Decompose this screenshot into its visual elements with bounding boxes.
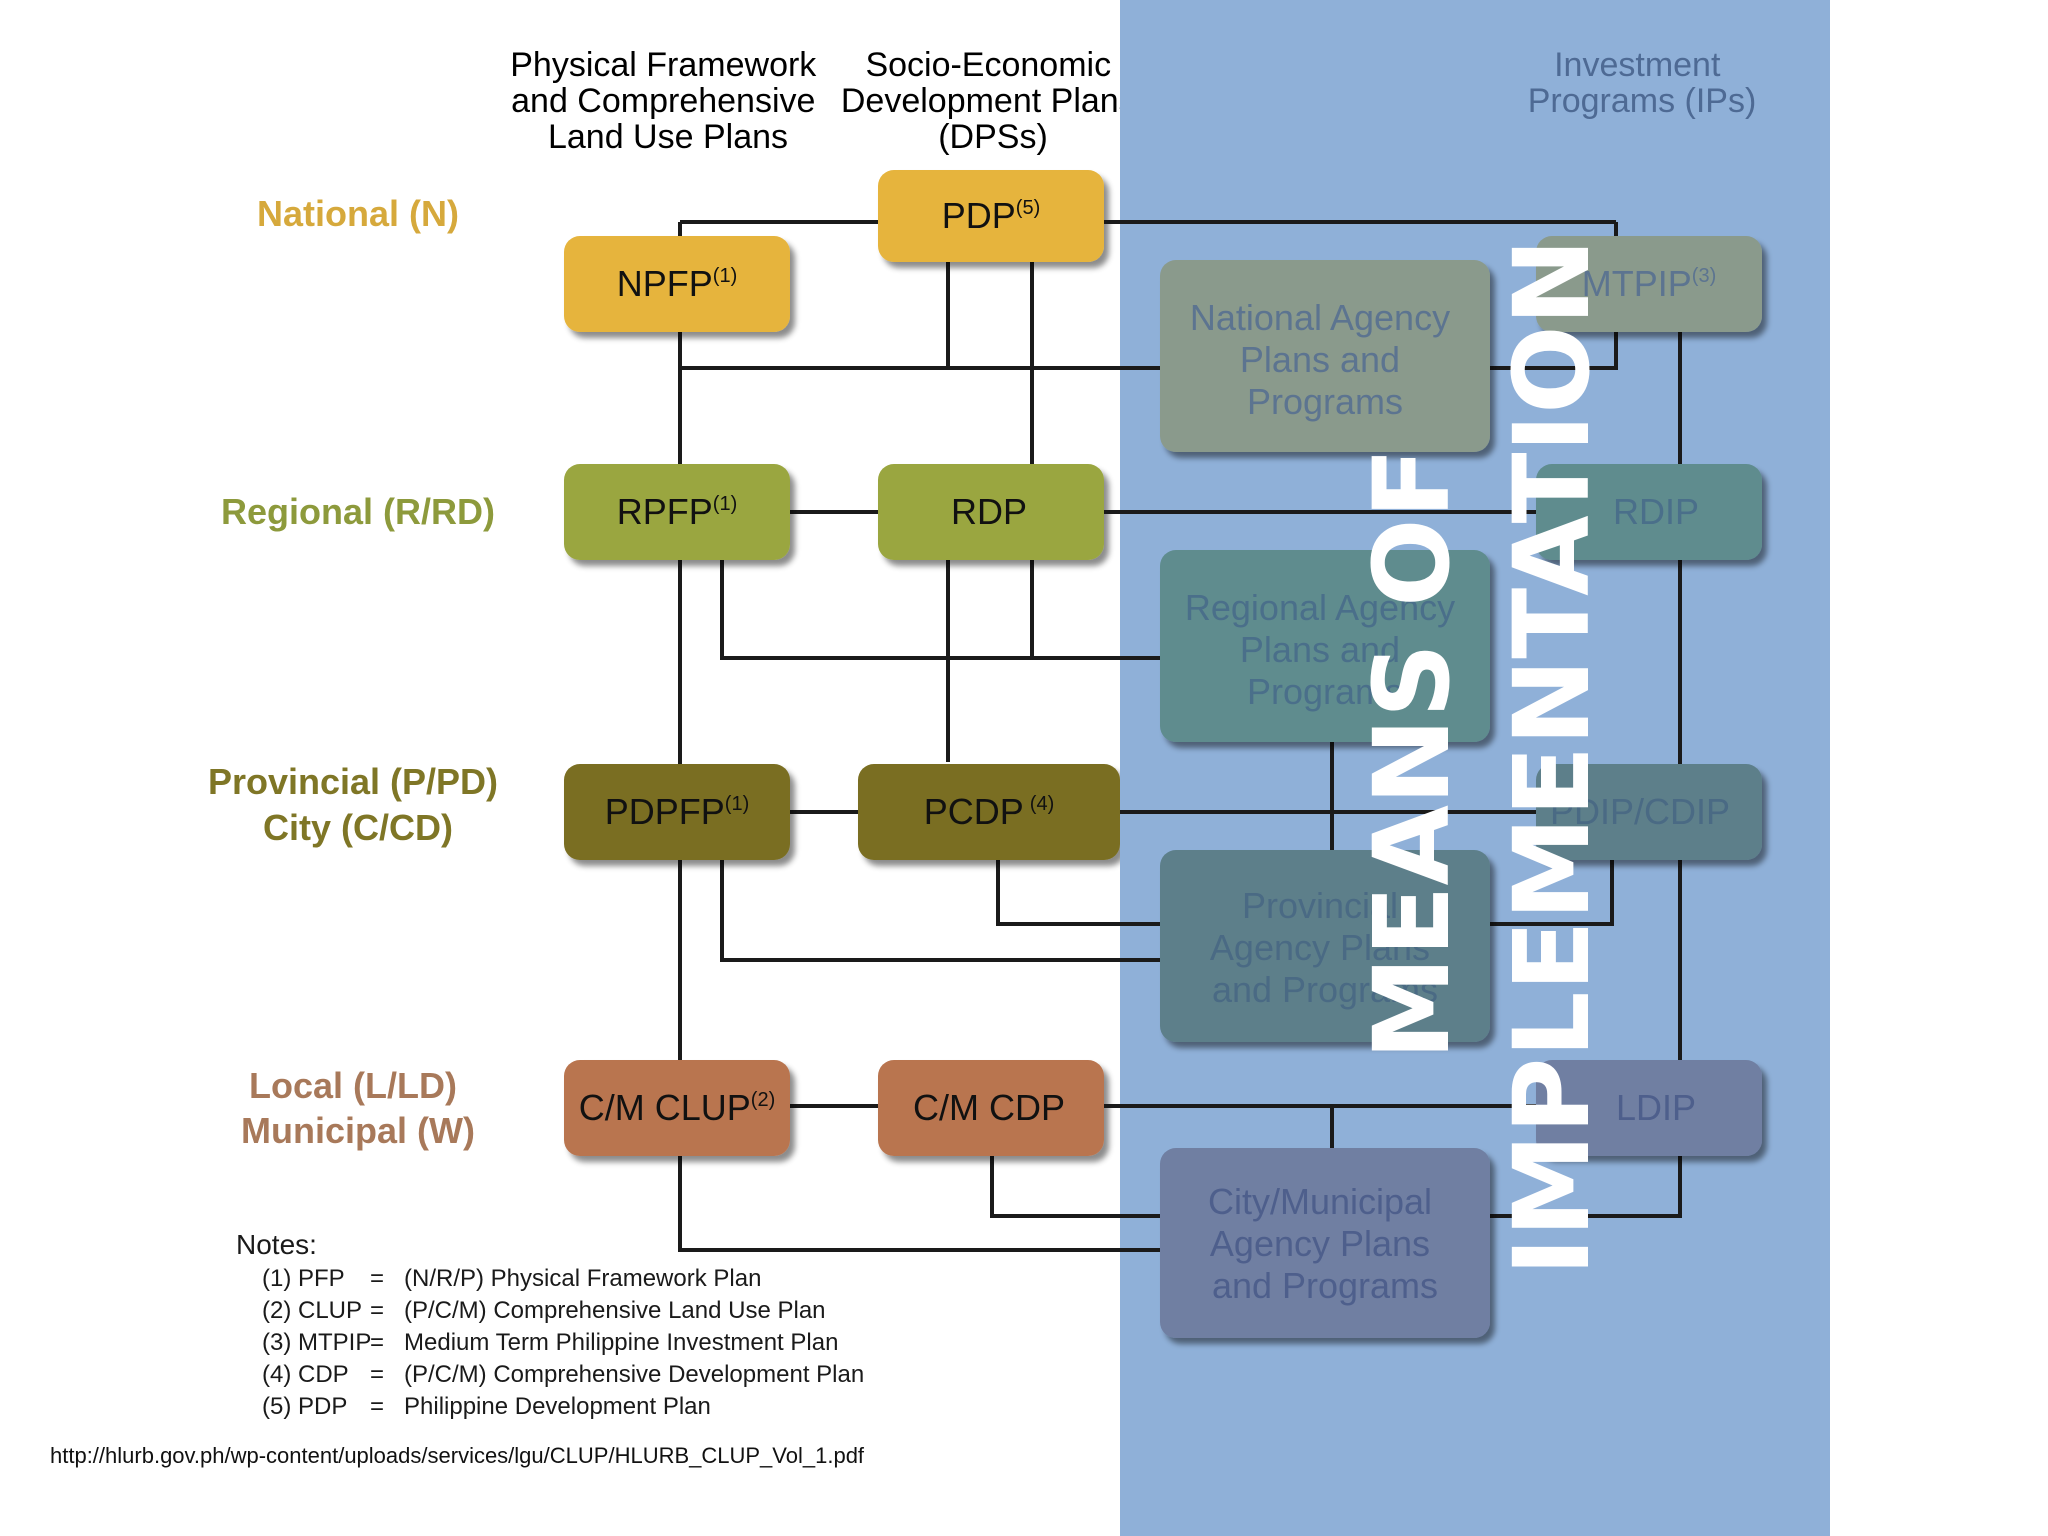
svg-text:C/M CDP: C/M CDP bbox=[913, 1087, 1065, 1128]
box-city-municipal-agency-plans: City/Municipal Agency Plans and Programs bbox=[1160, 1148, 1490, 1338]
source-url: http://hlurb.gov.ph/wp-content/uploads/s… bbox=[50, 1443, 865, 1468]
level-label-provincial-city: Provincial (P/PD) City (C/CD) bbox=[208, 761, 508, 848]
note-text: (P/C/M) Comprehensive Land Use Plan bbox=[404, 1297, 826, 1324]
svg-text:RPFP(1): RPFP(1) bbox=[617, 491, 737, 532]
note-abbr: (3) MTPIP bbox=[262, 1329, 371, 1356]
svg-text:National Agency Plans an: National Agency Plans and Programs bbox=[1190, 297, 1460, 422]
svg-text:MTPIP(3): MTPIP(3) bbox=[1582, 263, 1716, 304]
connector-lines bbox=[678, 220, 1160, 1252]
svg-text:PDIP/CDIP: PDIP/CDIP bbox=[1550, 791, 1730, 832]
box-regional-agency-plans: Regional Agency Plans and Programs bbox=[1160, 550, 1490, 742]
notes-list: (1) PFP = (N/R/P) Physical Framework Pla… bbox=[262, 1265, 864, 1420]
box-mtpip: MTPIP(3) bbox=[1536, 236, 1762, 332]
box-cm-cdp: C/M CDP bbox=[878, 1060, 1104, 1156]
svg-text:RDIP: RDIP bbox=[1613, 491, 1699, 532]
box-ldip: LDIP bbox=[1536, 1060, 1762, 1156]
svg-text:Regional Agency Plans an: Regional Agency Plans and Programs bbox=[1185, 587, 1465, 712]
column-header-socio-economic: Socio-Economic Development Plans (DPSs) bbox=[841, 46, 1145, 156]
svg-text:C/M CLUP(2): C/M CLUP(2) bbox=[579, 1087, 775, 1128]
panel-connector-lines bbox=[1104, 220, 1682, 1252]
svg-text:PCDP(4): PCDP(4) bbox=[924, 791, 1054, 832]
level-label-local-municipal: Local (L/LD) Municipal (W) bbox=[241, 1065, 475, 1151]
svg-text:NPFP(1): NPFP(1) bbox=[617, 263, 737, 304]
note-equals: = bbox=[370, 1361, 384, 1388]
note-equals: = bbox=[370, 1393, 384, 1420]
overlay-text-implementation: IMPLEMENTATION bbox=[1491, 238, 1613, 1276]
note-text: Medium Term Philippine Investment Plan bbox=[404, 1329, 838, 1356]
note-abbr: (1) PFP bbox=[262, 1265, 345, 1292]
note-equals: = bbox=[370, 1329, 384, 1356]
column-header-investment-programs: Investment Programs (IPs) bbox=[1528, 46, 1757, 120]
box-national-agency-plans: National Agency Plans and Programs bbox=[1160, 260, 1490, 452]
box-rpfp: RPFP(1) bbox=[564, 464, 790, 560]
svg-text:RDP: RDP bbox=[951, 491, 1027, 532]
column-header-physical-framework: Physical Framework and Comprehensive Lan… bbox=[510, 46, 826, 156]
box-pdpfp: PDPFP(1) bbox=[564, 764, 790, 860]
svg-text:PDPFP(1): PDPFP(1) bbox=[605, 791, 749, 832]
level-label-national: National (N) bbox=[257, 193, 459, 234]
svg-text:LDIP: LDIP bbox=[1616, 1087, 1696, 1128]
svg-text:Provincial Agency Plans: Provincial Agency Plans and Programs bbox=[1210, 885, 1440, 1010]
notes-title: Notes: bbox=[236, 1229, 317, 1260]
box-pdip-cdip: PDIP/CDIP bbox=[1536, 764, 1762, 860]
svg-text:PDP(5): PDP(5) bbox=[942, 195, 1040, 236]
note-equals: = bbox=[370, 1265, 384, 1292]
box-pdp: PDP(5) bbox=[878, 170, 1104, 262]
overlay-text-means-of: MEANS OF bbox=[1351, 447, 1473, 1060]
note-text: (N/R/P) Physical Framework Plan bbox=[404, 1265, 761, 1292]
note-abbr: (2) CLUP bbox=[262, 1297, 362, 1324]
box-rdp: RDP bbox=[878, 464, 1104, 560]
note-text: Philippine Development Plan bbox=[404, 1393, 711, 1420]
box-rdip: RDIP bbox=[1536, 464, 1762, 560]
note-abbr: (4) CDP bbox=[262, 1361, 349, 1388]
level-label-regional: Regional (R/RD) bbox=[221, 491, 495, 532]
note-abbr: (5) PDP bbox=[262, 1393, 347, 1420]
note-text: (P/C/M) Comprehensive Development Plan bbox=[404, 1361, 864, 1388]
note-equals: = bbox=[370, 1297, 384, 1324]
box-cm-clup: C/M CLUP(2) bbox=[564, 1060, 790, 1156]
svg-text:City/Municipal Agency Pl: City/Municipal Agency Plans and Programs bbox=[1208, 1181, 1442, 1306]
box-npfp: NPFP(1) bbox=[564, 236, 790, 332]
box-pcdp: PCDP(4) bbox=[858, 764, 1120, 860]
box-provincial-agency-plans: Provincial Agency Plans and Programs bbox=[1160, 850, 1490, 1042]
